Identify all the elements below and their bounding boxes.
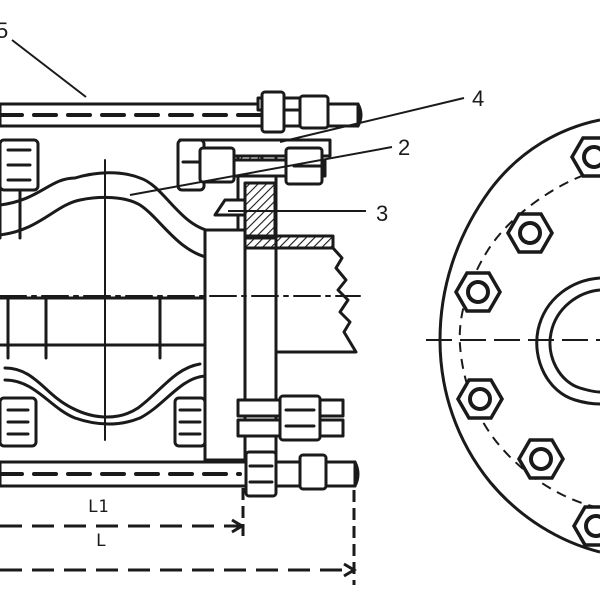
callout-5: 5 xyxy=(0,18,8,43)
dimension-l1-label: L1 xyxy=(88,497,108,517)
hex-nut xyxy=(455,378,505,420)
flange-bolt-nuts xyxy=(453,136,600,547)
hex-nut xyxy=(453,271,503,313)
callout-leaders xyxy=(11,39,465,212)
flange-bore-inner xyxy=(548,288,600,394)
dimension-l-label: L xyxy=(96,531,106,551)
bottom-middle-nut xyxy=(173,396,207,448)
hex-nut xyxy=(505,212,555,254)
flange-end-view xyxy=(426,118,600,554)
side-section-view xyxy=(0,90,363,498)
rubber-bellows-upper xyxy=(0,171,242,260)
pipe-bore xyxy=(0,296,237,360)
top-left-nut xyxy=(0,138,40,240)
hex-nut xyxy=(516,438,566,480)
top-bolt-assembly xyxy=(176,90,332,192)
hex-nut xyxy=(569,136,600,178)
flange-bore-outer xyxy=(535,276,600,406)
callout-2: 2 xyxy=(398,135,410,160)
bottom-left-nut xyxy=(0,396,38,448)
dimension-lines xyxy=(0,488,357,585)
callout-4: 4 xyxy=(472,86,484,111)
flange-outer-arc xyxy=(438,118,600,554)
hex-nut xyxy=(571,505,600,547)
bottom-tie-rod xyxy=(0,460,360,488)
callout-3: 3 xyxy=(376,201,388,226)
rubber-bellows-lower xyxy=(3,362,207,426)
bottom-bolt-assembly xyxy=(236,394,345,498)
